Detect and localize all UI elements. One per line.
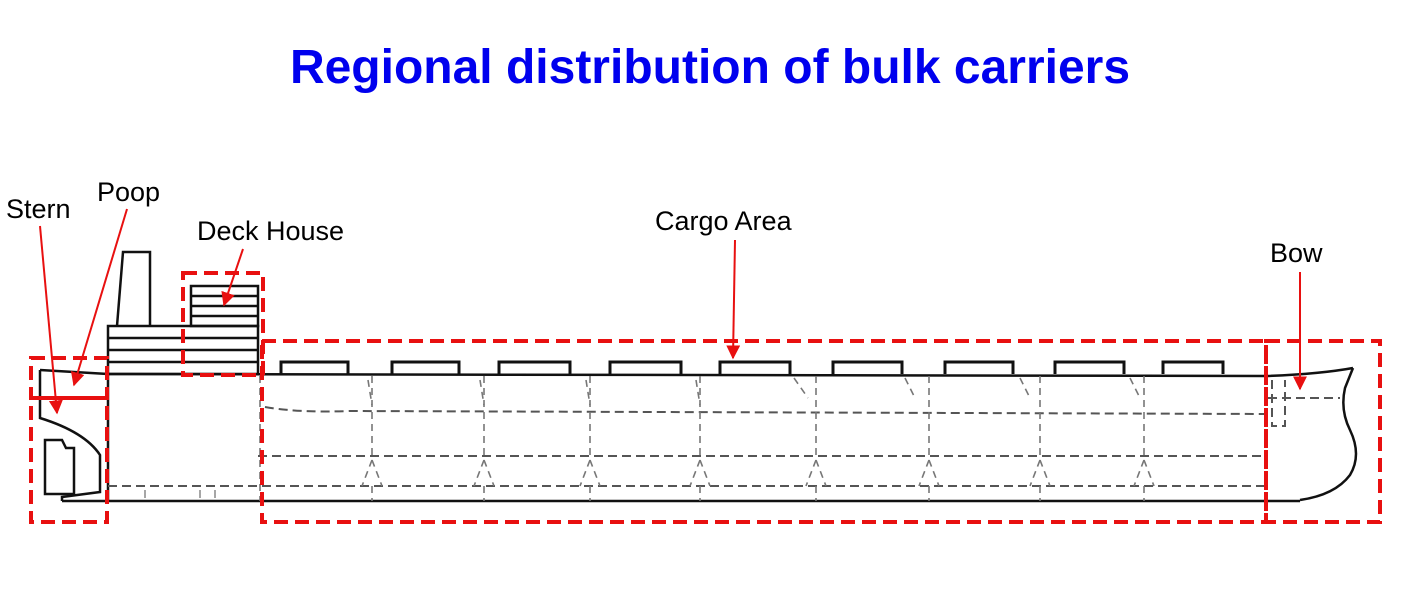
bow-label: Bow	[1270, 238, 1323, 268]
cargo-area-region-box	[260, 339, 1268, 524]
deck-house	[189, 284, 260, 328]
hatch-covers	[279, 360, 1225, 374]
funnel	[115, 250, 152, 327]
poop-label: Poop	[97, 177, 160, 207]
poop-arrow	[70, 208, 128, 387]
cargo-area-label: Cargo Area	[655, 206, 793, 236]
page-title: Regional distribution of bulk carriers	[289, 41, 1131, 94]
stern-region-box	[29, 396, 109, 524]
bulkheads	[259, 376, 1155, 501]
internal-structure	[108, 380, 1340, 487]
keel-frames	[144, 490, 216, 498]
deck-house-region-box	[181, 271, 265, 377]
deck-house-label: Deck House	[197, 216, 344, 246]
rudder	[43, 438, 76, 496]
deck-house-arrow	[221, 248, 244, 307]
poop-region-box	[29, 356, 109, 400]
stern-label: Stern	[6, 194, 71, 224]
stern-arrow	[39, 225, 63, 415]
ship-hull	[38, 366, 1358, 503]
cargo-area-arrow	[726, 239, 741, 360]
